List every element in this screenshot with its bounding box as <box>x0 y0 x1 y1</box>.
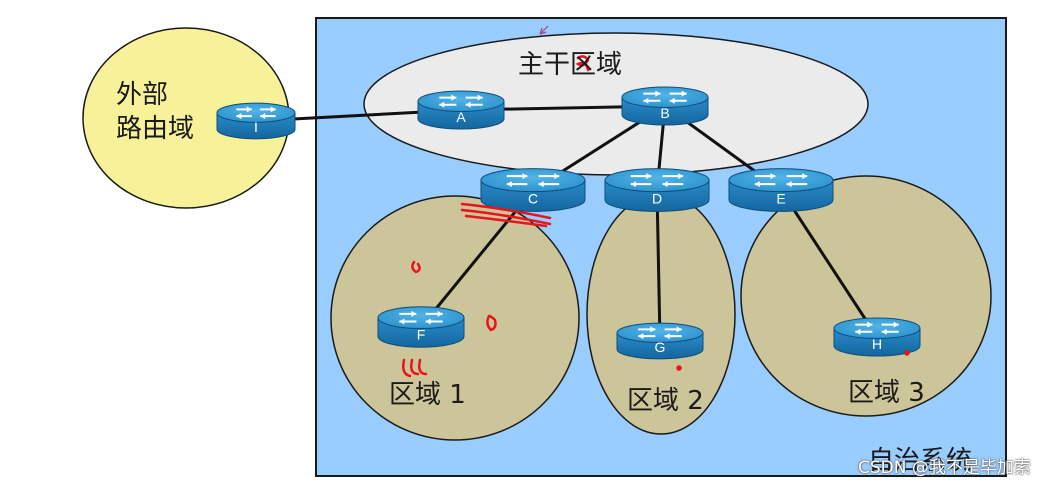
router-arrowhead-icon <box>451 94 457 101</box>
router-A[interactable]: A <box>417 90 505 130</box>
backbone-title: 主干区域 <box>518 50 623 80</box>
router-label: D <box>652 190 662 206</box>
router-top <box>621 86 709 108</box>
router-arrowhead-icon <box>506 181 512 188</box>
router-label: B <box>660 105 669 121</box>
area-2-label: 区域 2 <box>627 386 704 416</box>
router-arrowhead-icon <box>655 90 661 97</box>
router-arrowhead-icon <box>411 310 417 317</box>
area-1-label: 区域 1 <box>389 380 466 410</box>
router-H[interactable]: H <box>833 317 921 357</box>
router-arrowhead-icon <box>270 106 276 113</box>
annotation-scribbles <box>402 55 910 378</box>
router-F[interactable]: F <box>377 306 465 348</box>
watermark: CSDN @我不是毕加索 <box>858 458 1031 478</box>
router-top <box>480 168 586 193</box>
router-arrowhead-icon <box>260 113 266 120</box>
external-domain-line2: 路由域 <box>116 114 195 144</box>
router-arrowhead-icon <box>439 101 445 108</box>
link-D-G <box>655 189 662 342</box>
router-arrowhead-icon <box>681 90 687 97</box>
router-label: H <box>872 336 882 352</box>
router-arrowhead-icon <box>425 318 431 325</box>
router-label: E <box>776 190 785 206</box>
router-arrowhead-icon <box>437 310 443 317</box>
router-top <box>604 168 710 193</box>
router-top <box>216 102 296 123</box>
link-E-H <box>779 189 879 338</box>
router-top <box>377 306 465 330</box>
router-arrowhead-icon <box>664 333 670 340</box>
router-arrowhead-icon <box>638 333 644 340</box>
router-label: C <box>528 190 538 206</box>
router-arrowhead-icon <box>477 94 483 101</box>
router-top <box>417 90 505 112</box>
router-arrowhead-icon <box>662 181 668 188</box>
router-E[interactable]: E <box>728 168 834 212</box>
router-arrowhead-icon <box>246 106 252 113</box>
router-arrowhead-icon <box>754 181 760 188</box>
router-arrowhead-icon <box>881 328 887 335</box>
router-label: G <box>655 339 666 355</box>
router-arrowhead-icon <box>465 101 471 108</box>
router-arrowhead-icon <box>786 181 792 188</box>
router-top <box>728 168 834 193</box>
router-arrowhead-icon <box>236 113 242 120</box>
router-top <box>833 317 921 339</box>
router-G[interactable]: G <box>616 322 704 360</box>
area-3-label: 区域 3 <box>848 378 925 408</box>
router-arrowhead-icon <box>855 328 861 335</box>
router-arrowhead-icon <box>802 173 808 180</box>
router-arrowhead-icon <box>646 173 652 180</box>
router-arrowhead-icon <box>650 326 656 333</box>
router-arrowhead-icon <box>893 321 899 328</box>
router-arrowhead-icon <box>770 173 776 180</box>
router-arrowhead-icon <box>522 173 528 180</box>
router-arrowhead-icon <box>630 181 636 188</box>
router-D[interactable]: D <box>604 168 710 212</box>
router-arrowhead-icon <box>554 173 560 180</box>
autonomous-system-label: 自治系统 <box>868 446 973 476</box>
router-label: I <box>254 119 258 135</box>
router-label: A <box>456 109 466 125</box>
router-C[interactable]: C <box>480 168 586 212</box>
link-C-F <box>419 189 535 328</box>
router-B[interactable]: B <box>621 86 709 126</box>
router-arrowhead-icon <box>676 326 682 333</box>
router-arrowhead-icon <box>538 181 544 188</box>
router-label: F <box>417 327 426 343</box>
router-arrowhead-icon <box>678 173 684 180</box>
router-arrowhead-icon <box>399 318 405 325</box>
router-arrowhead-icon <box>867 321 873 328</box>
area-3-ellipse <box>740 175 992 417</box>
router-I[interactable]: I <box>216 102 296 140</box>
external-domain-line1: 外部 <box>116 80 169 110</box>
router-top <box>616 322 704 343</box>
router-arrowhead-icon <box>669 97 675 104</box>
routers-layer: I A B C D E F G H <box>216 86 921 360</box>
cursor-pen-icon <box>539 25 549 35</box>
router-arrowhead-icon <box>643 97 649 104</box>
